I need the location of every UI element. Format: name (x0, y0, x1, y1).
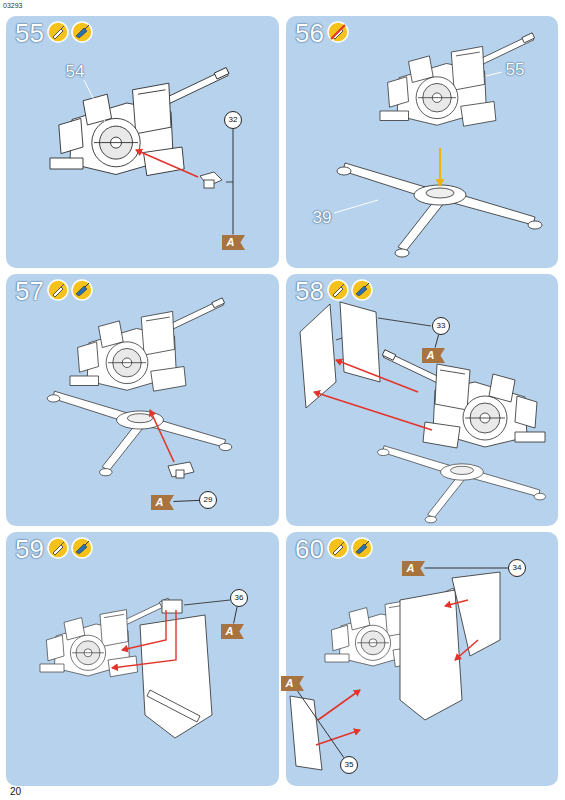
part-number: 35 (345, 761, 354, 769)
paint-code: A (281, 676, 304, 691)
part-number: 32 (229, 116, 238, 124)
part-label: 55 (506, 60, 525, 80)
part-number-circle: 36 (230, 589, 248, 607)
step-number: 59 (15, 536, 44, 562)
leader-line (234, 607, 238, 624)
paint-code: A (422, 348, 445, 363)
part-number: 34 (513, 564, 522, 572)
part-number-circle: 35 (340, 756, 358, 774)
part-label: 54 (66, 62, 85, 82)
part-label: 39 (313, 208, 332, 228)
leader-line (174, 500, 200, 501)
paint-flag: A (281, 676, 304, 691)
part-number: 29 (204, 496, 213, 504)
paint-flag: A (402, 561, 425, 576)
part-number-circle: 33 (432, 317, 450, 335)
part-number: 36 (235, 594, 244, 602)
paint-flag: A (222, 235, 245, 250)
step-number: 55 (15, 20, 44, 46)
page-number: 20 (10, 786, 21, 797)
step-number: 58 (295, 278, 324, 304)
step-number: 60 (295, 536, 324, 562)
leader-line (233, 129, 234, 235)
paint-code: A (222, 235, 245, 250)
paint-code: A (221, 624, 244, 639)
step-number: 56 (295, 20, 324, 46)
paint-flag: A (422, 348, 445, 363)
paint-code: A (402, 561, 425, 576)
part-number-circle: 29 (199, 491, 217, 509)
part-number: 33 (437, 322, 446, 330)
leader-line (425, 568, 509, 569)
paint-code: A (151, 495, 174, 510)
part-number-circle: 32 (224, 111, 242, 129)
part-number-circle: 34 (508, 559, 526, 577)
paint-flag: A (221, 624, 244, 639)
paint-flag: A (151, 495, 174, 510)
step-panel: 57 29 A (6, 274, 279, 526)
step-number: 57 (15, 278, 44, 304)
leader-line (435, 335, 439, 348)
leader-line (297, 691, 344, 758)
document-number: 03293 (3, 2, 22, 9)
